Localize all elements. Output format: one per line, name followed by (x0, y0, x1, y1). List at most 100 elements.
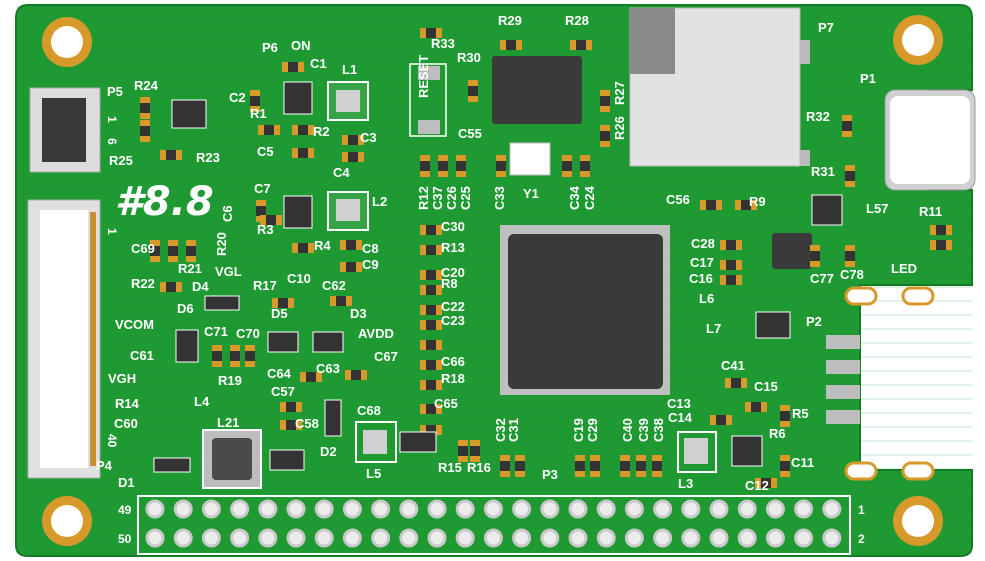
designator-r16: R16 (467, 460, 491, 475)
smd-part (245, 345, 255, 367)
p5-pin6: 6 (105, 138, 119, 145)
on-label: ON (291, 38, 311, 53)
smd-part (280, 420, 302, 430)
smd-part (420, 340, 442, 350)
crystal-y1 (509, 142, 551, 176)
designator-d6: D6 (177, 301, 194, 316)
header-pin (709, 528, 729, 548)
smd-part (420, 404, 442, 414)
header-pin (371, 499, 391, 519)
header-pin (201, 499, 221, 519)
header-pin (314, 528, 334, 548)
designator-c62: C62 (322, 278, 346, 293)
p5-pin1: 1 (105, 116, 119, 123)
designator-c6: C6 (220, 205, 235, 222)
designator-c77: C77 (810, 271, 834, 286)
designator-c61: C61 (130, 348, 154, 363)
designator-c4: C4 (333, 165, 350, 180)
designator-c13: C13 (667, 396, 691, 411)
header-pin (371, 528, 391, 548)
smd-part (720, 240, 742, 250)
header-pin (624, 499, 644, 519)
designator-c66: C66 (441, 354, 465, 369)
edge-pad (826, 335, 860, 349)
smd-part (500, 455, 510, 477)
header-pin (258, 499, 278, 519)
header-pin (455, 528, 475, 548)
header-pin (455, 499, 475, 519)
designator-r25: R25 (109, 153, 133, 168)
p5-ref: P5 (107, 84, 123, 99)
smd-part (420, 245, 442, 255)
vcom-label: VCOM (115, 317, 154, 332)
led-label: LED (891, 261, 917, 276)
designator-c17: C17 (690, 255, 714, 270)
designator-c30: C30 (441, 219, 465, 234)
header-pin (201, 528, 221, 548)
designator-c12: C12 (745, 478, 769, 493)
designator-p6: P6 (262, 40, 278, 55)
header-pin (794, 528, 814, 548)
smd-part (292, 125, 314, 135)
smd-part (710, 415, 732, 425)
smd-part (600, 90, 610, 112)
smd-part (160, 150, 182, 160)
vgl-label: VGL (215, 264, 242, 279)
smd-part (345, 370, 367, 380)
smd-part (330, 296, 352, 306)
reset-label: RESET (416, 55, 431, 98)
designator-r30: R30 (457, 50, 481, 65)
designator-c63: C63 (316, 361, 340, 376)
designator-c19: C19 (571, 418, 586, 442)
designator-p1: P1 (860, 71, 876, 86)
reset-button[interactable] (409, 63, 447, 137)
smd-part (580, 155, 590, 177)
smd-part (458, 440, 468, 462)
smd-part (735, 200, 757, 210)
designator-y1: Y1 (523, 186, 539, 201)
smd-part (845, 165, 855, 187)
chip-u7 (492, 56, 582, 124)
header-pin (230, 528, 250, 548)
smd-part (420, 270, 442, 280)
smd-part (496, 155, 506, 177)
small-ic (175, 329, 199, 363)
designator-r32: R32 (806, 109, 830, 124)
smd-part (636, 455, 646, 477)
smd-part (420, 380, 442, 390)
smd-part (515, 455, 525, 477)
smd-part (300, 372, 322, 382)
designator-c7: C7 (254, 181, 271, 196)
smd-part (160, 282, 182, 292)
designator-r2: R2 (313, 124, 330, 139)
designator-l6: L6 (699, 291, 714, 306)
small-ic (731, 435, 763, 467)
board-label: #8.8 (115, 179, 214, 225)
header-pin (230, 499, 250, 519)
smd-part (845, 245, 855, 267)
designator-c57: C57 (271, 384, 295, 399)
designator-c33: C33 (492, 186, 507, 210)
designator-c34: C34 (567, 185, 582, 210)
mounting-hole-tr (893, 15, 943, 65)
slot-hole (844, 461, 878, 481)
header-pin (822, 499, 842, 519)
designator-r24: R24 (134, 78, 159, 93)
designator-l5: L5 (366, 466, 381, 481)
designator-r4: R4 (314, 238, 331, 253)
header-pin (596, 499, 616, 519)
designator-c8: C8 (362, 241, 379, 256)
smd-part (930, 240, 952, 250)
small-ic (755, 311, 791, 339)
designator-c31: C31 (506, 418, 521, 442)
header-pin (258, 528, 278, 548)
designator-c67: C67 (374, 349, 398, 364)
p4-pin1: 1 (105, 228, 119, 235)
smd-part (930, 225, 952, 235)
header-pin (483, 499, 503, 519)
mounting-hole-bl (42, 496, 92, 546)
smd-part (780, 405, 790, 427)
designator-c60: C60 (114, 416, 138, 431)
designator-r5: R5 (792, 406, 809, 421)
